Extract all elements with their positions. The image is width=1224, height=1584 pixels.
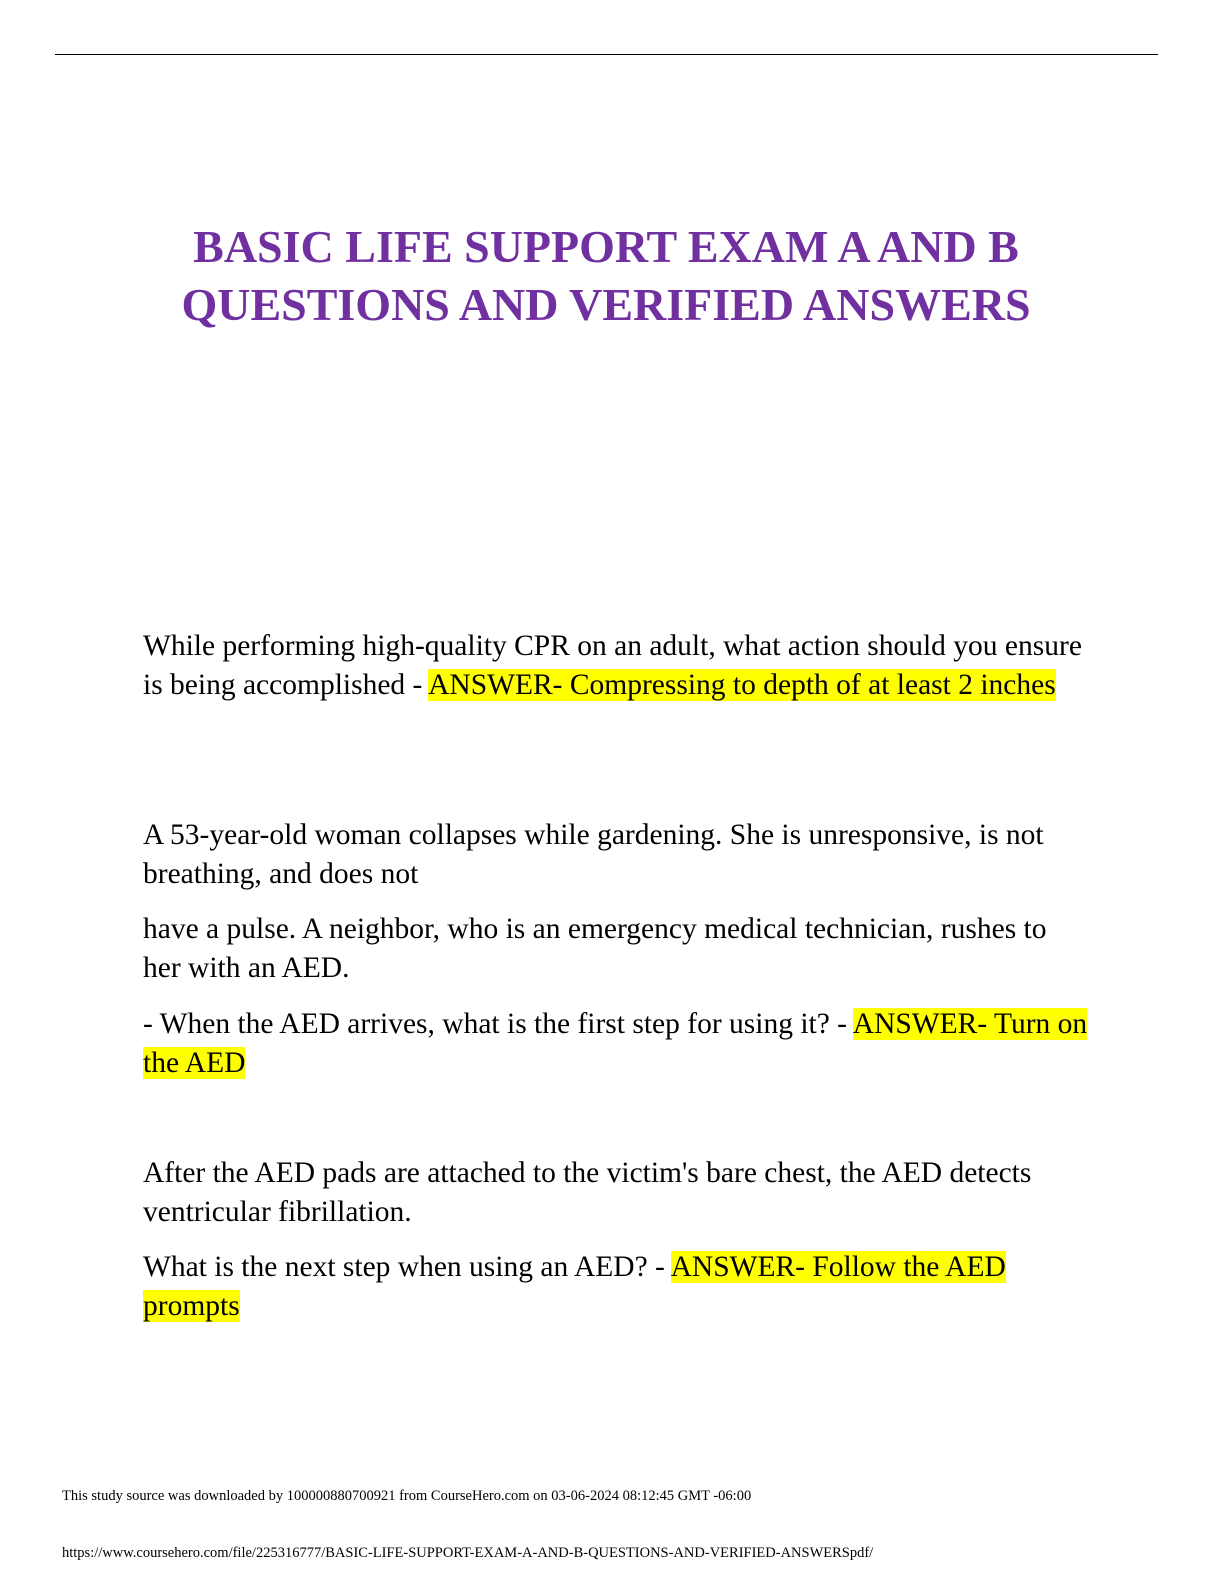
qa-item-3-part-2: What is the next step when using an AED?… bbox=[143, 1248, 1088, 1326]
qa-item-2-part-1: A 53-year-old woman collapses while gard… bbox=[143, 816, 1088, 894]
qa-item-2-part-2: have a pulse. A neighbor, who is an emer… bbox=[143, 910, 1088, 988]
document-title: BASIC LIFE SUPPORT EXAM A AND B QUESTION… bbox=[0, 218, 1212, 334]
qa-item-3-part-1: After the AED pads are attached to the v… bbox=[143, 1154, 1088, 1232]
header-rule bbox=[55, 54, 1158, 55]
question-text: While performing high-quality CPR on an … bbox=[143, 630, 1082, 701]
answer-highlight: ANSWER- Compressing to depth of at least… bbox=[428, 669, 1056, 701]
title-line-2: QUESTIONS AND VERIFIED ANSWERS bbox=[181, 279, 1031, 330]
qa-item-1: While performing high-quality CPR on an … bbox=[143, 627, 1088, 705]
question-text: After the AED pads are attached to the v… bbox=[143, 1157, 1032, 1228]
download-notice: This study source was downloaded by 1000… bbox=[62, 1488, 752, 1504]
question-text: - When the AED arrives, what is the firs… bbox=[143, 1008, 853, 1040]
qa-item-2-part-3: - When the AED arrives, what is the firs… bbox=[143, 1005, 1088, 1083]
title-line-1: BASIC LIFE SUPPORT EXAM A AND B bbox=[193, 221, 1019, 272]
question-text: have a pulse. A neighbor, who is an emer… bbox=[143, 913, 1047, 984]
question-text: A 53-year-old woman collapses while gard… bbox=[143, 819, 1044, 890]
question-text: What is the next step when using an AED?… bbox=[143, 1251, 671, 1283]
source-url[interactable]: https://www.coursehero.com/file/22531677… bbox=[62, 1545, 874, 1561]
